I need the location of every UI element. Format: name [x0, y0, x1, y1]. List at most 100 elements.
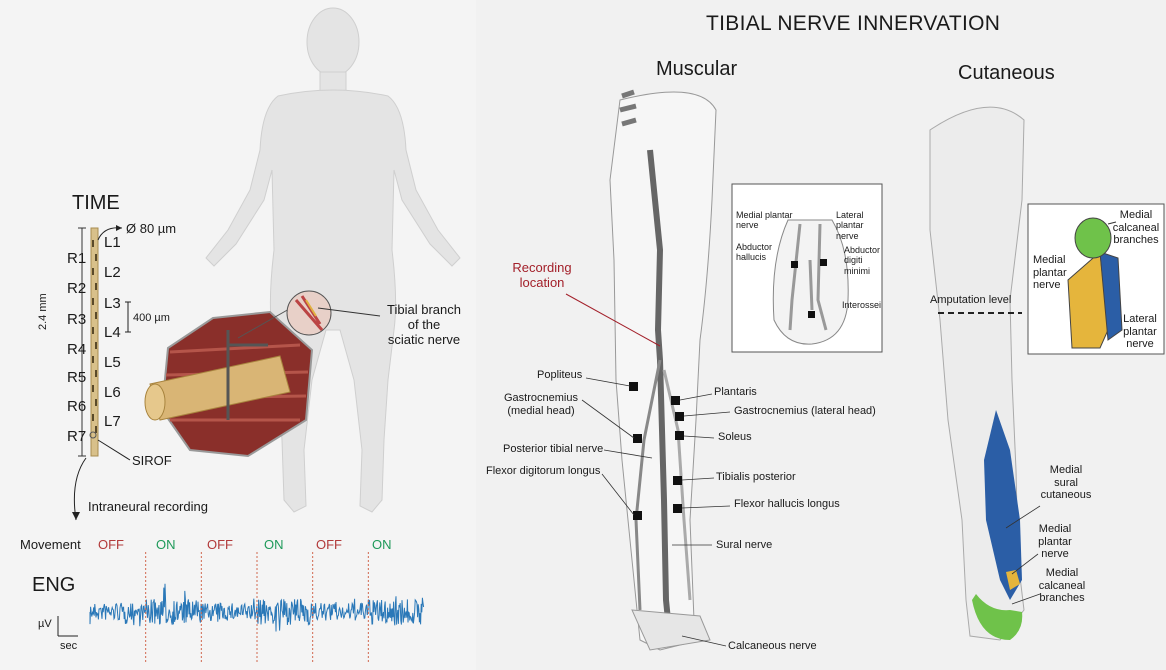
cut-inset-medial-plantar-line-3: nerve	[1033, 279, 1061, 292]
leg-medial-plantar-line-2: plantar	[1038, 535, 1072, 548]
inset-abductor-digiti-line-3: minimi	[844, 265, 870, 276]
human-body-silhouette	[205, 7, 461, 513]
intraneural-label: Intraneural recording	[88, 499, 208, 514]
calcaneous-nerve-label: Calcaneous nerve	[728, 640, 817, 652]
leg-medial-sural-label: Medial sural cutaneous	[1034, 464, 1098, 502]
gastroc-medial-line-2: (medial head)	[507, 404, 575, 417]
muscular-leg-illustration	[565, 89, 731, 651]
cutaneous-heading: Cutaneous	[958, 62, 1055, 84]
scale-uv-label: µV	[38, 618, 52, 630]
spacing-label: 400 µm	[133, 312, 170, 324]
leg-medial-calcaneal-line-3: branches	[1039, 592, 1085, 605]
movement-label: Movement	[20, 537, 81, 552]
cut-inset-medial-plantar-line-2: plantar	[1033, 266, 1067, 279]
inset-medial-plantar-label: Medial plantar nerve	[736, 210, 793, 231]
leg-medial-plantar-label: Medial plantar nerve	[1030, 523, 1080, 561]
inset-interossei-label: Interossei	[842, 300, 882, 310]
gastroc-lateral-label: Gastrocnemius (lateral head)	[734, 405, 876, 417]
leg-medial-sural-line-2: sural	[1054, 476, 1078, 489]
inset-medial-plantar-line-2: nerve	[736, 220, 759, 231]
site-r5: R5	[67, 369, 87, 386]
scale-sec-label: sec	[60, 640, 78, 652]
foot-inset	[731, 183, 883, 353]
inset-lateral-plantar-line-3: nerve	[836, 230, 859, 241]
site-r1: R1	[67, 250, 87, 267]
inset-abductor-digiti-line-2: digiti	[844, 255, 863, 266]
time-heading: TIME	[72, 192, 120, 214]
posterior-tibial-label: Posterior tibial nerve	[503, 443, 604, 455]
inset-abductor-digiti-label: Abductor digiti minimi	[844, 245, 880, 276]
leg-medial-calcaneal-label: Medial calcaneal branches	[1034, 567, 1090, 605]
sirof-label: SIROF	[132, 453, 172, 468]
plantar-zone	[1006, 570, 1020, 590]
cutaneous-leg-illustration	[929, 106, 1041, 641]
cut-inset-calcaneal-line-3: branches	[1113, 234, 1159, 247]
tibial-branch-line-1: Tibial branch	[387, 302, 461, 317]
sirof-pointer	[97, 439, 131, 461]
movement-state-4: ON	[264, 537, 284, 552]
inset-medial-plantar-line-1: Medial plantar	[736, 210, 793, 220]
tibial-branch-line-3: sciatic nerve	[387, 331, 461, 347]
length-label: 2.4 mm	[37, 293, 49, 330]
inset-abductor-digiti-line-1: Abductor	[844, 245, 881, 255]
fhl-label: Flexor hallucis longus	[734, 498, 840, 510]
innervation-markers	[629, 382, 684, 520]
site-l5: L5	[104, 354, 121, 371]
site-r6: R6	[67, 398, 87, 415]
leg-medial-plantar-line-3: nerve	[1041, 548, 1069, 561]
site-l2: L2	[104, 264, 121, 281]
inset-lateral-plantar-line-2: plantar	[836, 220, 864, 231]
inset-abductor-hallucis-line-1: Abductor	[736, 242, 773, 252]
movement-state-5: OFF	[316, 537, 342, 552]
recording-pointer	[565, 293, 661, 347]
nerve-hexagon-inset	[144, 290, 381, 458]
site-r4: R4	[67, 341, 87, 358]
tibialis-posterior-label: Tibialis posterior	[716, 471, 796, 483]
calcaneal-zone	[972, 594, 1023, 640]
site-l4: L4	[104, 324, 121, 341]
leg-medial-sural-line-3: cutaneous	[1040, 489, 1092, 502]
cut-inset-lateral-plantar-line-1: Lateral	[1123, 313, 1157, 325]
time-electrode	[72, 225, 131, 521]
site-r7: R7	[67, 428, 87, 445]
site-r2: R2	[67, 280, 87, 297]
recording-location-label: Recording location	[508, 260, 576, 291]
leg-medial-plantar-line-1: Medial	[1038, 523, 1072, 535]
cut-inset-lateral-plantar-line-3: nerve	[1126, 338, 1154, 351]
movement-state-2: ON	[156, 537, 176, 552]
cut-inset-calcaneal-line-1: Medial	[1119, 209, 1153, 221]
cut-inset-lateral-plantar-label: Lateral plantar nerve	[1118, 313, 1162, 351]
tibial-branch-line-2: of the	[407, 316, 441, 332]
sural-nerve-label: Sural nerve	[716, 539, 773, 551]
recording-line-2: location	[519, 274, 565, 290]
site-r3: R3	[67, 311, 87, 328]
cut-inset-calcaneal-label: Medial calcaneal branches	[1110, 209, 1162, 247]
figure-title: TIBIAL NERVE INNERVATION	[706, 12, 1001, 35]
gastroc-medial-line-1: Gastrocnemius	[504, 392, 578, 404]
tibial-branch-label: Tibial branch of the sciatic nerve	[380, 302, 468, 348]
diameter-label: Ø 80 µm	[126, 221, 177, 236]
cut-inset-medial-plantar-label: Medial plantar nerve	[1033, 254, 1067, 292]
movement-state-3: OFF	[207, 537, 233, 552]
movement-state-1: OFF	[98, 537, 124, 552]
soleus-label: Soleus	[718, 431, 752, 443]
plantaris-label: Plantaris	[714, 386, 757, 398]
amputation-level-label: Amputation level	[930, 294, 1012, 306]
inset-abductor-hallucis-label: Abductor hallucis	[736, 242, 772, 263]
recording-line-1: Recording	[512, 260, 572, 275]
electrode-shaft	[90, 227, 99, 457]
site-l6: L6	[104, 384, 121, 401]
site-l1: L1	[104, 234, 121, 251]
inset-abductor-hallucis-line-2: hallucis	[736, 252, 767, 263]
fdl-label: Flexor digitorum longus	[486, 465, 601, 477]
site-l7: L7	[104, 413, 121, 430]
leg-medial-calcaneal-line-1: Medial	[1045, 567, 1079, 579]
cut-inset-lateral-plantar-line-2: plantar	[1123, 325, 1157, 338]
sural-zone	[984, 410, 1022, 600]
cut-inset-calcaneal-line-2: calcaneal	[1112, 221, 1160, 234]
muscular-heading: Muscular	[656, 58, 738, 80]
gastroc-medial-label: Gastrocnemius (medial head)	[500, 392, 582, 417]
inset-lateral-plantar-label: Lateral plantar nerve	[836, 210, 864, 241]
cut-inset-medial-plantar-line-1: Medial	[1033, 254, 1066, 266]
